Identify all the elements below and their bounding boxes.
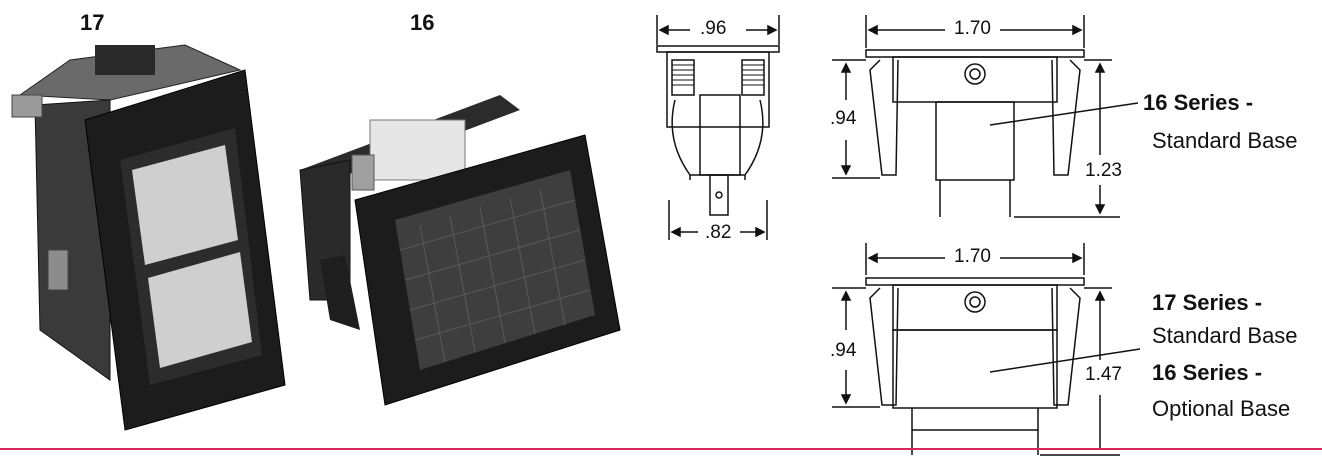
dim-bottom-width: 1.70 bbox=[952, 246, 993, 268]
side-view-drawing bbox=[656, 15, 780, 240]
bottom-front-drawing bbox=[832, 243, 1141, 456]
bottom-callout-title-1: 17 Series - bbox=[1152, 290, 1263, 315]
dim-side-top-width: .96 bbox=[698, 18, 729, 40]
dim-top-width: 1.70 bbox=[952, 18, 993, 40]
model-16-label: 16 bbox=[410, 10, 435, 35]
top-callout-subtitle: Standard Base bbox=[1152, 128, 1298, 153]
bottom-callout-title-2: 16 Series - bbox=[1152, 360, 1263, 385]
top-callout-title: 16 Series - bbox=[1143, 90, 1254, 115]
dim-bottom-height-left: .94 bbox=[828, 340, 859, 362]
model-16-photo bbox=[299, 95, 621, 406]
dim-top-height-right: 1.23 bbox=[1083, 160, 1124, 182]
bottom-callout-subtitle-2: Optional Base bbox=[1152, 396, 1291, 421]
dim-side-bottom-width: .82 bbox=[703, 222, 734, 244]
top-front-drawing bbox=[832, 15, 1139, 218]
bottom-callout-subtitle-1: Standard Base bbox=[1152, 323, 1298, 348]
model-17-label: 17 bbox=[80, 10, 105, 35]
model-17-photo bbox=[11, 44, 286, 431]
bottom-divider-rule bbox=[0, 448, 1322, 450]
dim-top-height-left: .94 bbox=[828, 108, 859, 130]
dim-bottom-height-right: 1.47 bbox=[1083, 364, 1124, 386]
